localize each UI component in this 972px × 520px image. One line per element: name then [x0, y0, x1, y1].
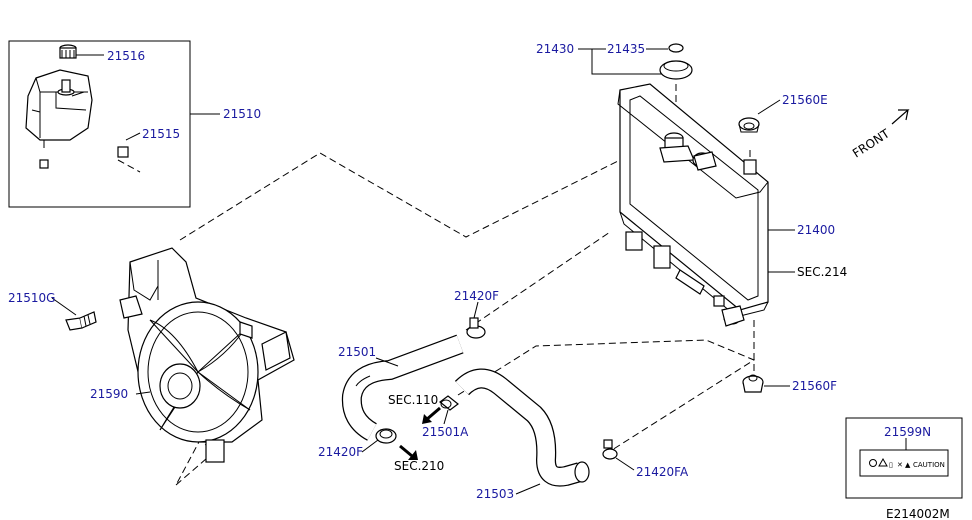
- label-21420F-bottom: 21420F: [318, 445, 363, 459]
- caution-inset-frame: [845, 417, 963, 499]
- caution-text: CAUTION: [913, 461, 945, 469]
- front-label: FRONT: [850, 126, 893, 160]
- label-21560E: 21560E: [782, 93, 828, 107]
- sec210-arrow: [399, 444, 418, 460]
- cap-seal-ring: [668, 43, 684, 53]
- bolt-21510G: [51, 297, 97, 331]
- label-21510: 21510: [223, 107, 261, 121]
- reservoir-cap: [59, 44, 77, 59]
- clamp-21420F-bottom: [361, 428, 397, 453]
- label-sec210: SEC.210: [394, 459, 444, 473]
- mount-21560F: [742, 374, 790, 393]
- label-sec110: SEC.110: [388, 393, 438, 407]
- label-21599N: 21599N: [884, 425, 931, 439]
- clamp-21420FA: [602, 439, 635, 471]
- svg-text:✕: ✕: [897, 461, 903, 469]
- front-arrow: FRONT: [850, 109, 910, 161]
- caution-sticker: [859, 449, 949, 477]
- mount-21560E: [738, 99, 781, 133]
- label-21420FA: 21420FA: [636, 465, 689, 479]
- label-sec214: SEC.214: [797, 265, 847, 279]
- svg-text:▲: ▲: [905, 461, 911, 469]
- fan-shroud-assembly: [119, 247, 295, 463]
- caution-symbols: ▯ ✕ ▲: [869, 457, 911, 469]
- clamp-21420F-top: [466, 301, 486, 339]
- label-21420F-top: 21420F: [454, 289, 499, 303]
- reservoir-hose: [39, 140, 129, 194]
- caution-label-inset: ▯ ✕ ▲ CAUTION: [845, 417, 963, 499]
- drawing-id: E214002M: [886, 507, 950, 520]
- upper-hose: [341, 334, 464, 441]
- label-21435: 21435: [607, 42, 645, 56]
- lower-hose: [454, 368, 590, 495]
- label-21503: 21503: [476, 487, 514, 501]
- label-21560F: 21560F: [792, 379, 837, 393]
- fitting-21501A: [439, 395, 459, 425]
- inset-frame: [8, 40, 191, 208]
- reservoir-inset: 21516 21515: [8, 40, 220, 208]
- label-21501: 21501: [338, 345, 376, 359]
- radiator-cap: [578, 43, 693, 80]
- label-21590: 21590: [90, 387, 128, 401]
- svg-text:▯: ▯: [889, 461, 893, 469]
- label-21516: 21516: [107, 49, 145, 63]
- label-21515: 21515: [142, 127, 180, 141]
- sec110-arrow: [422, 406, 441, 424]
- label-21430: 21430: [536, 42, 574, 56]
- label-21400: 21400: [797, 223, 835, 237]
- reservoir-tank: [25, 69, 93, 141]
- radiator: [617, 83, 795, 327]
- label-21501A: 21501A: [422, 425, 469, 439]
- label-21510G: 21510G: [8, 291, 55, 305]
